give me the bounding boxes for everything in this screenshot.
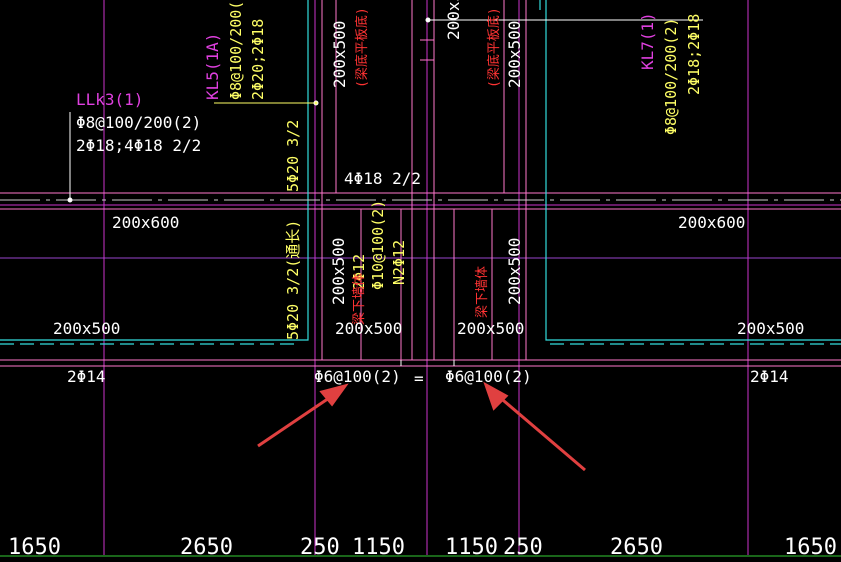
wall-outline-left xyxy=(0,0,309,341)
arrow-left-shaft xyxy=(257,392,336,448)
dimension-label: 1150 xyxy=(352,535,405,560)
leader-top-dot xyxy=(425,17,431,23)
mid-bars-n2phi12: N2Φ12 xyxy=(390,240,408,285)
dimension-label: 1650 xyxy=(784,535,837,560)
dimension-label: 2650 xyxy=(610,535,663,560)
leader-kl5-dot xyxy=(313,100,319,106)
column-lines xyxy=(0,0,841,345)
kl5-name-label: KL5(1A) xyxy=(203,33,222,100)
mid-red-side-left: 梁下墙体 xyxy=(352,273,367,325)
dimension-label: 2650 xyxy=(180,535,233,560)
mid-bars-2phi12: 2Φ12 xyxy=(350,254,368,290)
bars-5phi20-upper: 5Φ20 3/2 xyxy=(284,120,302,192)
top-red-note-left: (梁底平板底) xyxy=(354,7,370,88)
mid-beam-size-b: 200x500 xyxy=(505,238,524,305)
top-beam-size-partial: 200x5 xyxy=(444,0,463,40)
mid-red-side-right: 梁下墙体 xyxy=(475,266,490,318)
top-beam-size-left: 200x500 xyxy=(330,21,349,88)
kl5-bars-label: 2Φ20;2Φ18 xyxy=(249,19,267,100)
bottom-2phi14-right: 2Φ14 xyxy=(750,367,789,386)
top-beam-size-right: 200x500 xyxy=(505,21,524,88)
beam-500-label-2: 200x500 xyxy=(335,319,402,338)
kl7-bars-label: 2Φ18;2Φ18 xyxy=(685,14,703,95)
top-red-note-right: (梁底平板底) xyxy=(486,7,502,88)
llk3-name-label: LLk3(1) xyxy=(76,90,143,109)
beam-lines xyxy=(0,0,841,367)
dimension-label: 250 xyxy=(503,535,543,560)
wall-lines xyxy=(0,199,841,366)
llk3-stirrup-label: Φ8@100/200(2) xyxy=(76,113,201,132)
kl7-name-label: KL7(1) xyxy=(638,12,657,70)
wall-outline-right xyxy=(545,0,841,341)
dimension-label: 250 xyxy=(300,535,340,560)
llk3-bars-label: 2Φ18;4Φ18 2/2 xyxy=(76,136,201,155)
kl5-stirrup-label: Φ8@100/200(2) xyxy=(227,0,245,100)
beam-500-label-1: 200x500 xyxy=(53,319,120,338)
dimension-label: 1650 xyxy=(8,535,61,560)
arrow-right-shaft xyxy=(496,393,586,472)
leader-llk3-dot xyxy=(67,197,73,203)
mid-stirrup-phi10: Φ10@100(2) xyxy=(369,200,387,290)
beam-500-label-3: 200x500 xyxy=(457,319,524,338)
beam-500-label-4: 200x500 xyxy=(737,319,804,338)
arrow-left-head xyxy=(319,383,349,407)
dimension-label: 1150 xyxy=(445,535,498,560)
annotation-arrows xyxy=(257,381,586,472)
kl7-stirrup-label: Φ8@100/200(2) xyxy=(662,18,680,135)
bottom-equal-sign: = xyxy=(414,369,424,388)
mid-beam-size-a: 200x500 xyxy=(329,238,348,305)
bars-5phi20-lower: 5Φ20 3/2(通长) xyxy=(284,220,302,340)
leader-lines xyxy=(67,17,703,203)
bottom-stirrup-right: Φ6@100(2) xyxy=(445,367,532,386)
bottom-2phi14-left: 2Φ14 xyxy=(67,367,106,386)
bottom-stirrup-left: Φ6@100(2) xyxy=(314,367,401,386)
beam-600-label-right: 200x600 xyxy=(678,213,745,232)
bars-4phi18-label: 4Φ18 2/2 xyxy=(344,169,421,188)
beam-600-label-left: 200x600 xyxy=(112,213,179,232)
arrow-right-head xyxy=(483,381,509,411)
